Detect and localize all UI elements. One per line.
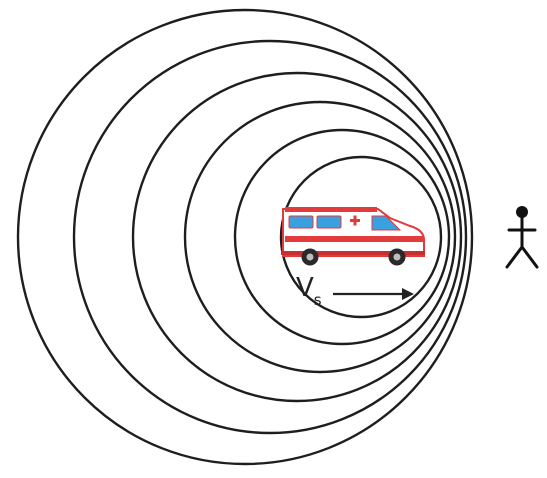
velocity-subscript: s	[314, 291, 322, 309]
velocity-arrow	[333, 288, 414, 300]
velocity-symbol: V	[296, 273, 314, 303]
source-velocity-label: Vs	[296, 275, 322, 301]
ambulance-icon	[281, 207, 425, 266]
observer-person-icon	[507, 206, 537, 267]
